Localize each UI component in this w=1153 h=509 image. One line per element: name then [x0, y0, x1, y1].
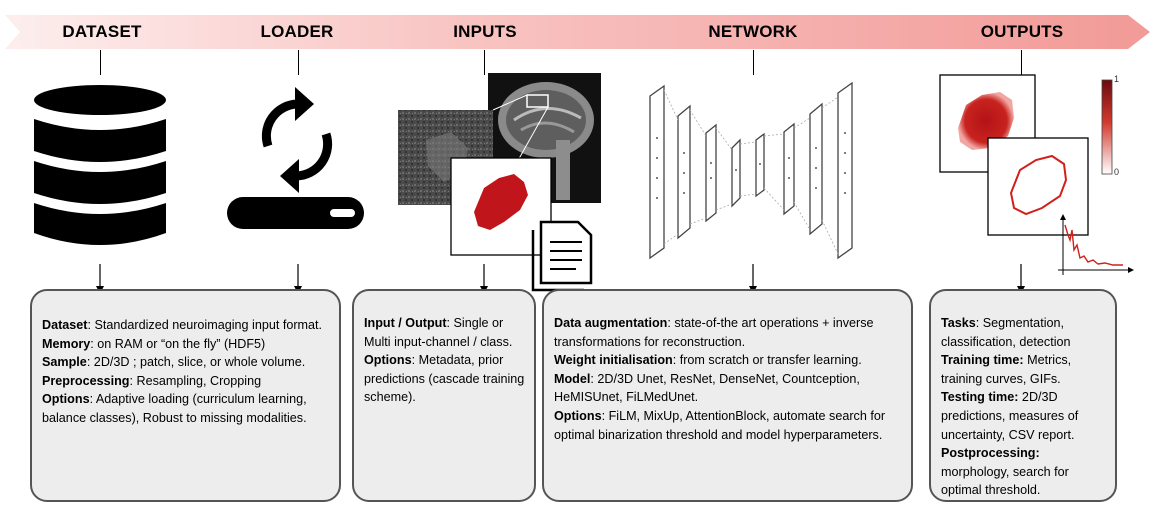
- stage-title-dataset: DATASET: [62, 22, 142, 41]
- item-tasks: Tasks: Segmentation, classification, det…: [941, 316, 1071, 349]
- connector-network-top: [753, 50, 754, 75]
- item-options: Options: Metadata, prior predictions (ca…: [364, 353, 525, 405]
- unet-network-illustration: [649, 81, 853, 260]
- loading-bar-icon: [227, 197, 364, 229]
- output-illustration: [939, 74, 1134, 275]
- description-box-dataset-loader: Dataset: Standardized neuroimaging input…: [30, 289, 341, 502]
- database-icon: [34, 85, 166, 245]
- training-curve-plot: [1058, 214, 1134, 275]
- item-memory: Memory: on RAM or “on the fly” (HDF5): [42, 336, 266, 351]
- colorbar: [1101, 79, 1113, 175]
- sync-icon: [261, 87, 333, 193]
- colorbar-max-label: 1: [1114, 74, 1120, 84]
- connector-dataset-top: [100, 50, 101, 75]
- item-testing-time: Testing time: 2D/3D predictions, measure…: [941, 390, 1079, 442]
- item-training-time: Training time: Metrics, training curves,…: [941, 353, 1072, 386]
- connector-outputs-top: [1021, 50, 1022, 75]
- item-data-augmentation: Data augmentation: state-of-the art oper…: [554, 316, 874, 349]
- description-box-inputs: Input / Output: Single or Multi input-ch…: [352, 289, 536, 502]
- pipeline-banner-arrow: [5, 15, 1150, 49]
- item-options: Options: Adaptive loading (curriculum le…: [42, 392, 307, 425]
- description-box-outputs: Tasks: Segmentation, classification, det…: [929, 289, 1117, 502]
- stage-title-inputs: INPUTS: [453, 22, 517, 41]
- input-mri-illustration: [398, 73, 601, 292]
- description-box-network: Data augmentation: state-of-the art oper…: [542, 289, 913, 502]
- contour-map: [987, 137, 1089, 236]
- connector-loader-top: [298, 50, 299, 75]
- item-model: Model: 2D/3D Unet, ResNet, DenseNet, Cou…: [554, 371, 860, 405]
- stage-title-loader: LOADER: [260, 22, 334, 41]
- item-weight-initialisation: Weight initialisation: from scratch or t…: [554, 353, 862, 368]
- item-preprocessing: Preprocessing: Resampling, Cropping: [42, 373, 262, 388]
- stage-title-network: NETWORK: [708, 22, 798, 41]
- item-input-output: Input / Output: Single or Multi input-ch…: [364, 316, 513, 349]
- item-sample: Sample: 2D/3D ; patch, slice, or whole v…: [42, 355, 306, 370]
- stage-title-outputs: OUTPUTS: [980, 22, 1064, 41]
- item-dataset: Dataset: Standardized neuroimaging input…: [42, 318, 323, 332]
- item-options: Options: FiLM, MixUp, AttentionBlock, au…: [554, 408, 886, 442]
- item-postprocessing: Postprocessing: morphology, search for o…: [941, 446, 1069, 498]
- connector-inputs-top: [484, 50, 485, 75]
- colorbar-min-label: 0: [1114, 167, 1120, 177]
- document-icon: [531, 220, 593, 292]
